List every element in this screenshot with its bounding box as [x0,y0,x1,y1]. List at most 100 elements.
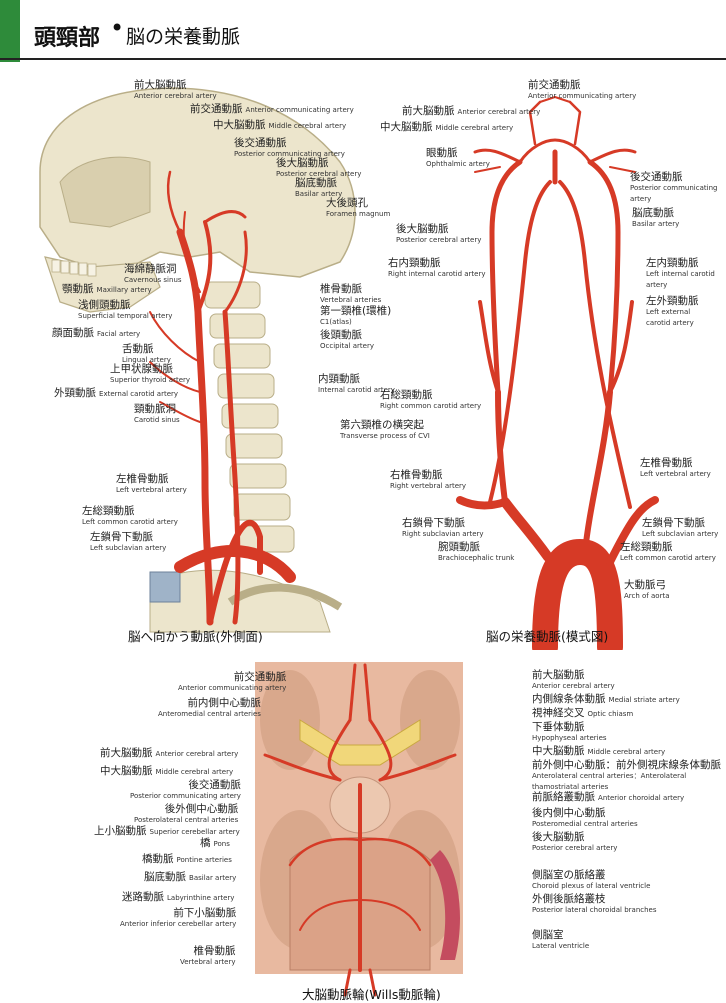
lateral-label-jp: 外頸動脈 [54,387,96,399]
willis-label-en: Anterior inferior cerebellar artery [120,920,237,928]
schema-label-en: Middle cerebral artery [435,124,514,132]
willis-label-en: Pons [213,840,230,848]
lateral-label-en: Anterior cerebral artery [134,92,217,100]
willis-label-jp: 前交通動脈 [233,671,287,683]
lateral-label-jp: 内頸動脈 [318,373,360,385]
willis-label-en: Anterior choroidal artery [598,794,685,802]
willis-label-en: Posterior communicating artery [130,792,241,800]
lateral-label-en: Occipital artery [320,342,374,350]
schema-label-jp: 後大脳動脈 [396,223,449,235]
willis-label-en: Anterior cerebral artery [532,682,615,690]
schema-label-en: Anterior cerebral artery [457,108,541,116]
lateral-label-jp: 椎骨動脈 [320,283,362,295]
lateral-label-jp: 舌動脈 [122,343,154,355]
willis-label-en: Superior cerebellar artery [149,828,240,836]
schema-label-jp: 大動脈弓 [624,579,666,591]
willis-label-en: Anterior communicating artery [178,684,287,692]
schema-illustration [456,96,659,650]
lateral-label-en: Anterior communicating artery [245,106,354,114]
lateral-label-en: Cavernous sinus [124,276,182,284]
lateral-label-jp: 顎動脈 [62,283,94,295]
willis-label-jp: 前外側中心動脈：前外側視床線条体動脈 [532,759,721,771]
willis-label-en: Pontine arteries [176,856,232,864]
schema-label-jp: 脳底動脈 [632,207,674,219]
schema-label-en: Left external carotid artery [646,308,694,327]
caption-willis: 大脳動脈輪(Wills動脈輪) [302,987,441,1002]
page-header: 頭頸部 • 脳の栄養動脈 [0,0,726,62]
willis-label-en: Labyrinthine artery [167,894,235,902]
caption-schema: 脳の栄養動脈(模式図) [486,629,609,644]
willis-label-jp: 前脈絡叢動脈 [532,791,595,803]
willis-label-jp: 側脳室の脈絡叢 [532,869,606,881]
willis-label-en: Basilar artery [189,874,237,882]
lateral-label-en: Vertebral arteries [320,296,382,304]
schema-label-jp: 左鎖骨下動脈 [642,517,705,529]
lateral-label-en: Middle cerebral artery [268,122,347,130]
caption-lateral: 脳へ向かう動脈(外側面) [128,629,263,644]
schema-label-en: Arch of aorta [624,592,670,600]
willis-label-en: Posterior cerebral artery [532,844,618,852]
lateral-label-en: Maxillary artery [96,286,152,294]
willis-label-jp: 視神経交叉 [532,707,585,719]
schema-label-jp: 左椎骨動脈 [640,457,693,469]
willis-label-jp: 内側線条体動脈 [532,693,606,705]
willis-label-jp: 前大脳動脈 [532,669,585,681]
lateral-label-en: Posterior communicating artery [234,150,345,158]
willis-label-jp: 後内側中心動脈 [532,807,606,819]
willis-label-jp: 後交通動脈 [188,779,241,791]
schema-label-jp: 右椎骨動脈 [390,469,443,481]
willis-label-en: Hypophyseal arteries [532,734,607,742]
schema-label-jp: 左外頸動脈 [646,295,699,307]
lateral-label-en: Posterior cerebral artery [276,170,362,178]
lateral-label-jp: 前大脳動脈 [134,79,187,91]
willis-label-en: Posterolateral central arteries [134,816,239,824]
willis-label-en: Anteromedial central arteries [158,710,261,718]
willis-label-jp: 後外側中心動脈 [164,803,239,815]
lateral-view-illustration [39,87,356,633]
lateral-label-en: Foramen magnum [326,210,391,218]
willis-label-jp: 後大脳動脈 [532,831,585,843]
willis-label-jp: 前大脳動脈 [100,747,153,759]
schema-label-en: Right vertebral artery [390,482,467,490]
willis-label-jp: 椎骨動脈 [193,945,236,957]
lateral-label-en: External carotid artery [99,390,179,398]
schema-label-en: Posterior communicating artery [630,184,718,203]
lateral-label-en: Superior thyroid artery [110,376,191,384]
schema-label-jp: 後交通動脈 [630,171,683,183]
page-subtitle: 脳の栄養動脈 [126,26,241,48]
schema-label-en: Right subclavian artery [402,530,484,538]
lateral-label-jp: 左鎖骨下動脈 [90,531,153,543]
willis-label-en: Middle cerebral artery [155,768,234,776]
willis-label-en: Anterior cerebral artery [155,750,239,758]
lateral-label-en: Left common carotid artery [82,518,178,526]
willis-label-en: Middle cerebral artery [587,748,666,756]
willis-label-jp: 側脳室 [532,929,564,941]
schema-label-en: Left vertebral artery [640,470,711,478]
header-accent-bar [0,0,20,62]
lateral-label-en: Carotid sinus [134,416,180,424]
lateral-label-jp: 第六頸椎の横突起 [340,419,424,431]
willis-label-jp: 上小脳動脈 [94,825,147,837]
title-bullet: • [110,14,125,42]
willis-label-en: Choroid plexus of lateral ventricle [532,882,651,890]
willis-label-jp: 前内側中心動脈 [187,697,261,709]
lateral-label-jp: 浅側頭動脈 [78,299,131,311]
willis-label-jp: 前下小脳動脈 [173,907,237,919]
lateral-label-jp: 後交通動脈 [234,137,287,149]
lateral-label-jp: 後大脳動脈 [276,157,329,169]
lateral-label-en: Left subclavian artery [90,544,167,552]
willis-label-jp: 橋動脈 [142,853,174,865]
lateral-label-jp: 海綿静脈洞 [124,263,177,275]
willis-label-jp: 外側後脈絡叢枝 [532,893,606,905]
lateral-label-en: Internal carotid artery [318,386,395,394]
schema-label-en: Posterior cerebral artery [396,236,482,244]
lateral-label-jp: 頸動脈洞 [134,403,176,415]
willis-label-en: Posteromedial central arteries [532,820,638,828]
lateral-label-en: Facial artery [97,330,141,338]
schema-label-en: Ophthalmic artery [426,160,490,168]
willis-label-jp: 中大脳動脈 [100,765,153,777]
schema-label-jp: 眼動脈 [426,147,458,159]
